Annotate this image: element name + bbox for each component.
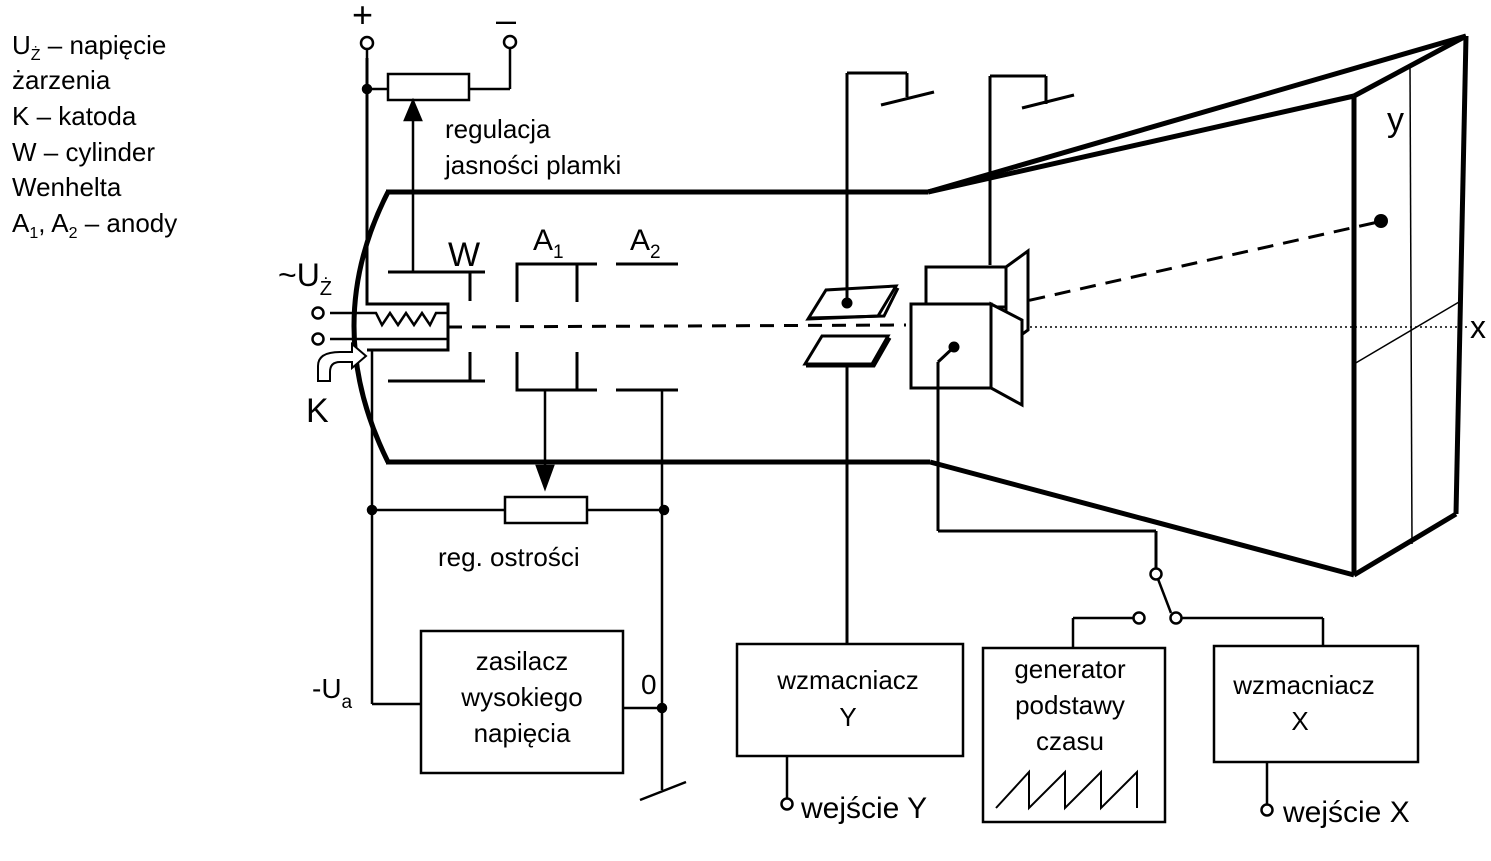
crt-tube — [351, 33, 1469, 578]
amplifier-y — [735, 642, 965, 811]
time-base-generator — [981, 646, 1167, 824]
hv-power-supply-box — [419, 629, 625, 775]
heater-voltage-label: ~UŻ — [278, 257, 332, 300]
deflected-beam — [1003, 220, 1379, 308]
generator-label-3: czasu — [1036, 726, 1104, 756]
legend-line-heater-2: żarzenia — [12, 65, 111, 95]
amplifier-x — [1212, 644, 1420, 817]
sawtooth-icon — [995, 769, 1138, 811]
legend-line-wehnelt: Wenhelta — [12, 172, 122, 202]
psu-label-1: zasilacz — [476, 646, 568, 676]
cathode-label: K — [306, 392, 329, 430]
anode-1-label: A1 — [533, 224, 564, 263]
plus-terminal-label: + — [352, 0, 373, 35]
psu-label-2: wysokiego — [460, 682, 582, 712]
legend-line-anodes: A1, A2 – anody — [12, 208, 177, 242]
electrodes — [388, 262, 678, 392]
brightness-control — [359, 34, 518, 272]
anode-2-label: A2 — [630, 224, 661, 263]
screen-y-axis-label: y — [1387, 101, 1404, 139]
legend-line-cylinder: W – cylinder — [12, 137, 155, 167]
focus-label: reg. ostrości — [438, 542, 580, 572]
brightness-potentiometer — [386, 72, 471, 102]
amplifier-y-box — [735, 642, 965, 758]
amp-y-label-2: Y — [839, 702, 856, 732]
minus-terminal-label: – — [496, 0, 516, 40]
zero-label: 0 — [641, 669, 657, 700]
legend-line-cathode: K – katoda — [12, 101, 137, 131]
x-input-switch — [1071, 567, 1325, 648]
amplifier-x-box — [1212, 644, 1420, 764]
deflection-plates — [802, 71, 1158, 644]
generator-label-2: podstawy — [1015, 690, 1125, 720]
brightness-label-2: jasności plamki — [444, 150, 621, 180]
amp-x-label-2: X — [1291, 706, 1308, 736]
neg-ua-label: -Ua — [312, 673, 353, 713]
legend: UŻ – napięcie żarzenia K – katoda W – cy… — [12, 30, 177, 242]
screen-spot — [1374, 214, 1388, 228]
input-y-terminal — [780, 797, 794, 811]
generator-label-1: generator — [1014, 654, 1126, 684]
input-x-terminal — [1260, 803, 1274, 817]
input-y-label: wejście Y — [800, 792, 927, 825]
cathode-assembly — [311, 58, 450, 382]
psu-label-3: napięcia — [474, 718, 571, 748]
amp-x-label-1: wzmacniacz — [1232, 670, 1375, 700]
legend-line-heater: UŻ – napięcie — [12, 30, 166, 64]
electron-beam-axis — [447, 323, 907, 329]
screen-x-axis-label: x — [1470, 309, 1486, 345]
focus-and-supply — [366, 350, 687, 802]
amp-y-label-1: wzmacniacz — [776, 665, 919, 695]
input-x-label: wejście X — [1282, 796, 1410, 829]
generator-box — [981, 646, 1167, 824]
focus-potentiometer — [503, 495, 589, 525]
brightness-label-1: regulacja — [445, 114, 551, 144]
wehnelt-label: W — [448, 236, 480, 274]
